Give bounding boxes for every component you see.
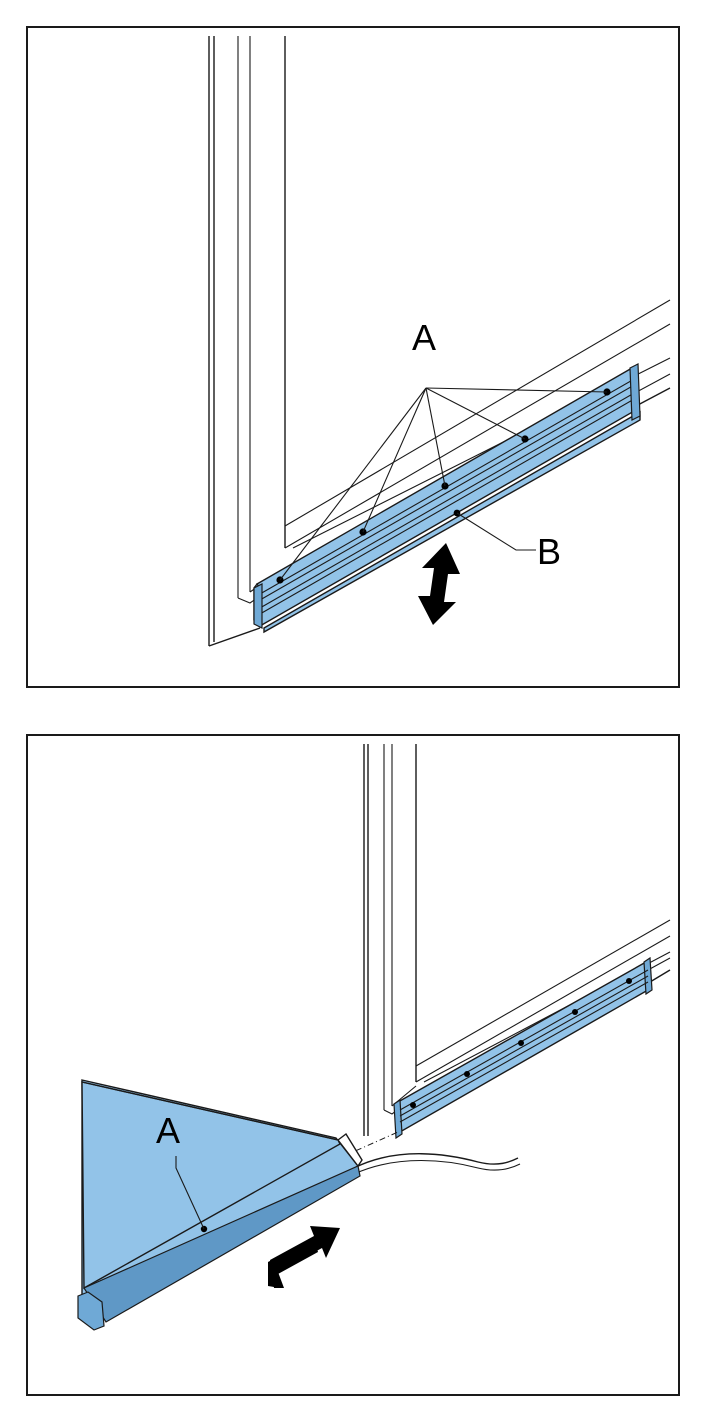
step-2-panel: A <box>26 734 680 1396</box>
callout-b-leader <box>456 512 536 551</box>
door-frame <box>208 36 286 647</box>
door-panel-lines <box>415 919 671 1083</box>
step-2-illustration: A <box>77 744 671 1331</box>
callout-a-label: A <box>412 317 436 358</box>
callout-b-label: B <box>537 531 561 572</box>
up-down-double-arrow-icon <box>418 543 460 625</box>
callout-a-leaders <box>279 387 608 581</box>
step-1-illustration: A B <box>208 36 671 647</box>
seal-rail-b <box>253 363 641 634</box>
push-right-arrow-icon <box>268 1226 340 1288</box>
door-frame <box>363 744 417 1136</box>
installed-rail <box>393 956 653 1140</box>
cable-edge <box>353 1159 521 1175</box>
seal-strip-a <box>77 1079 363 1331</box>
cable <box>353 1153 519 1169</box>
callout-a-leader <box>175 1156 205 1230</box>
callout-a-label: A <box>156 1110 180 1151</box>
step-1-panel: A B <box>26 26 680 688</box>
